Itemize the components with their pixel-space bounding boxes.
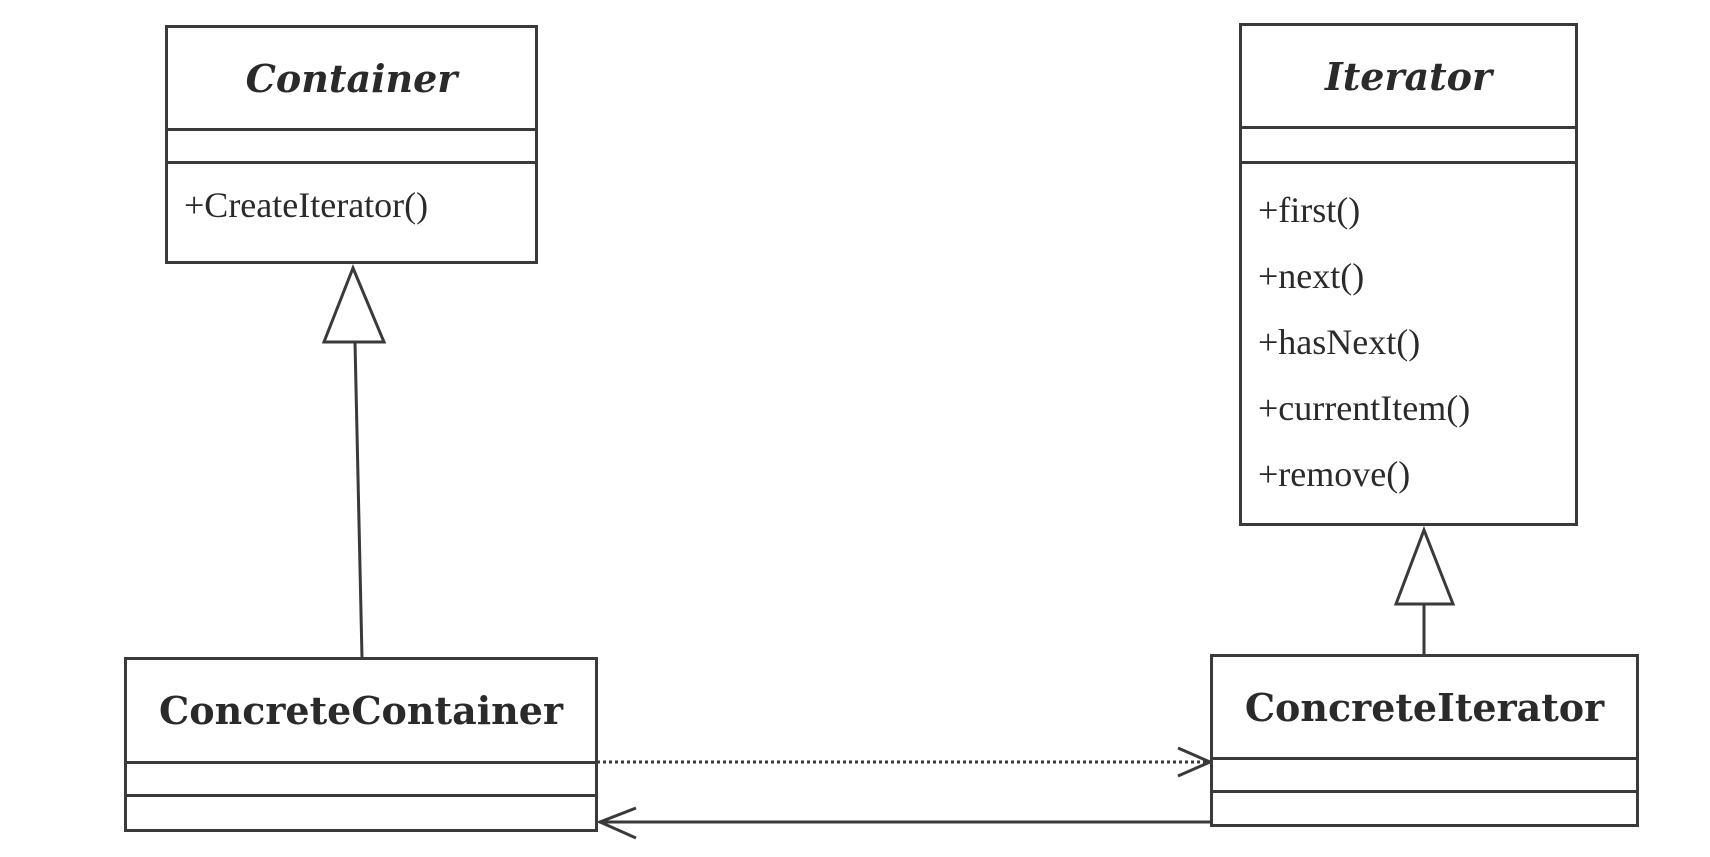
- class-concrete-iterator-name: ConcreteIterator: [1213, 657, 1636, 760]
- class-concrete-iterator: ConcreteIterator: [1210, 654, 1639, 827]
- class-container-operations: +CreateIterator(): [168, 164, 535, 238]
- class-container: Container +CreateIterator(): [165, 25, 538, 264]
- class-iterator-attributes: [1242, 129, 1575, 164]
- generalization-line-container: [353, 341, 364, 659]
- class-concrete-iterator-attributes: [1213, 760, 1636, 793]
- association-arrowhead: [596, 806, 637, 840]
- class-container-name: Container: [168, 28, 535, 131]
- generalization-arrowhead-iterator: [1393, 525, 1456, 606]
- class-iterator-operations: +first() +next() +hasNext() +currentItem…: [1242, 164, 1575, 507]
- operation-next: +next(): [1258, 256, 1365, 296]
- operation-create-iterator: +CreateIterator(): [184, 185, 429, 225]
- class-concrete-container-attributes: [127, 764, 595, 797]
- class-iterator-name: Iterator: [1242, 26, 1575, 129]
- operation-first: +first(): [1258, 190, 1361, 230]
- generalization-arrowhead-container: [321, 264, 387, 344]
- operation-current-item: +currentItem(): [1258, 388, 1471, 428]
- class-container-attributes: [168, 131, 535, 164]
- class-concrete-container-name: ConcreteContainer: [127, 660, 595, 764]
- operation-has-next: +hasNext(): [1258, 322, 1421, 362]
- class-concrete-container: ConcreteContainer: [124, 657, 598, 832]
- operation-remove: +remove(): [1258, 454, 1411, 494]
- class-iterator: Iterator +first() +next() +hasNext() +cu…: [1239, 23, 1578, 526]
